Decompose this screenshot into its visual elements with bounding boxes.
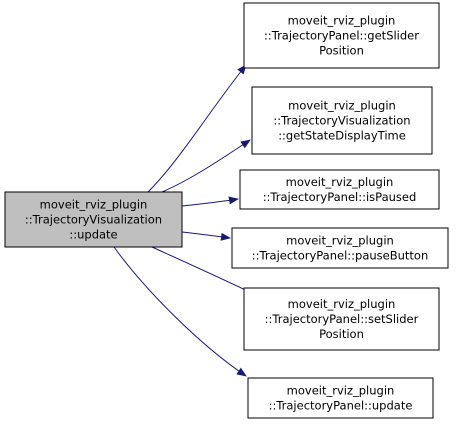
call-edge <box>181 196 239 207</box>
called-function-node[interactable]: moveit_rviz_plugin::TrajectoryPanel::get… <box>243 2 440 69</box>
called-function-node-label-line: ::TrajectoryPanel::setSlider <box>265 312 419 326</box>
called-function-node[interactable]: moveit_rviz_plugin::TrajectoryPanel::pau… <box>231 227 449 269</box>
call-edge <box>181 231 231 241</box>
called-function-node-box <box>231 227 449 269</box>
source-function-node-box <box>4 191 183 248</box>
called-function-node[interactable]: moveit_rviz_plugin::TrajectoryVisualizat… <box>251 86 433 155</box>
called-function-node-label-line: moveit_rviz_plugin <box>288 14 396 28</box>
source-function-node-label-line: moveit_rviz_plugin <box>40 198 148 212</box>
called-function-node-label-line: ::TrajectoryPanel::pauseButton <box>252 249 429 263</box>
called-function-node-box <box>247 377 434 419</box>
called-function-node-label-line: ::TrajectoryPanel::update <box>269 399 413 413</box>
called-function-node[interactable]: moveit_rviz_plugin::TrajectoryPanel::set… <box>243 287 440 351</box>
call-edge <box>113 246 247 377</box>
called-function-node-label-line: moveit_rviz_plugin <box>288 99 396 113</box>
called-function-node-label-line: Position <box>319 44 364 58</box>
source-function-node-label-line: ::TrajectoryVisualization <box>25 213 162 227</box>
called-function-node[interactable]: moveit_rviz_plugin::TrajectoryPanel::isP… <box>239 169 440 210</box>
called-function-node[interactable]: moveit_rviz_plugin::TrajectoryPanel::upd… <box>247 377 434 419</box>
called-function-node-label-line: ::getStateDisplayTime <box>278 129 406 143</box>
call-edge <box>161 139 251 193</box>
called-function-node-box <box>251 86 433 155</box>
called-function-node-label-line: moveit_rviz_plugin <box>286 175 394 189</box>
called-function-node-box <box>243 287 440 351</box>
called-function-node-label-line: Position <box>319 327 364 341</box>
called-function-node-label-line: ::TrajectoryPanel::getSlider <box>264 29 419 43</box>
called-function-node-label-line: moveit_rviz_plugin <box>286 234 394 248</box>
source-function-node[interactable]: moveit_rviz_plugin::TrajectoryVisualizat… <box>4 191 183 248</box>
source-function-node-label-line: ::update <box>69 228 117 242</box>
called-function-node-box <box>239 169 440 210</box>
called-function-node-label-line: moveit_rviz_plugin <box>287 384 395 398</box>
called-function-node-label-line: moveit_rviz_plugin <box>288 297 396 311</box>
called-function-node-box <box>243 2 440 69</box>
call-edge <box>147 64 247 193</box>
called-function-node-label-line: ::TrajectoryVisualization <box>273 114 410 128</box>
called-function-node-label-line: ::TrajectoryPanel::isPaused <box>263 190 417 204</box>
